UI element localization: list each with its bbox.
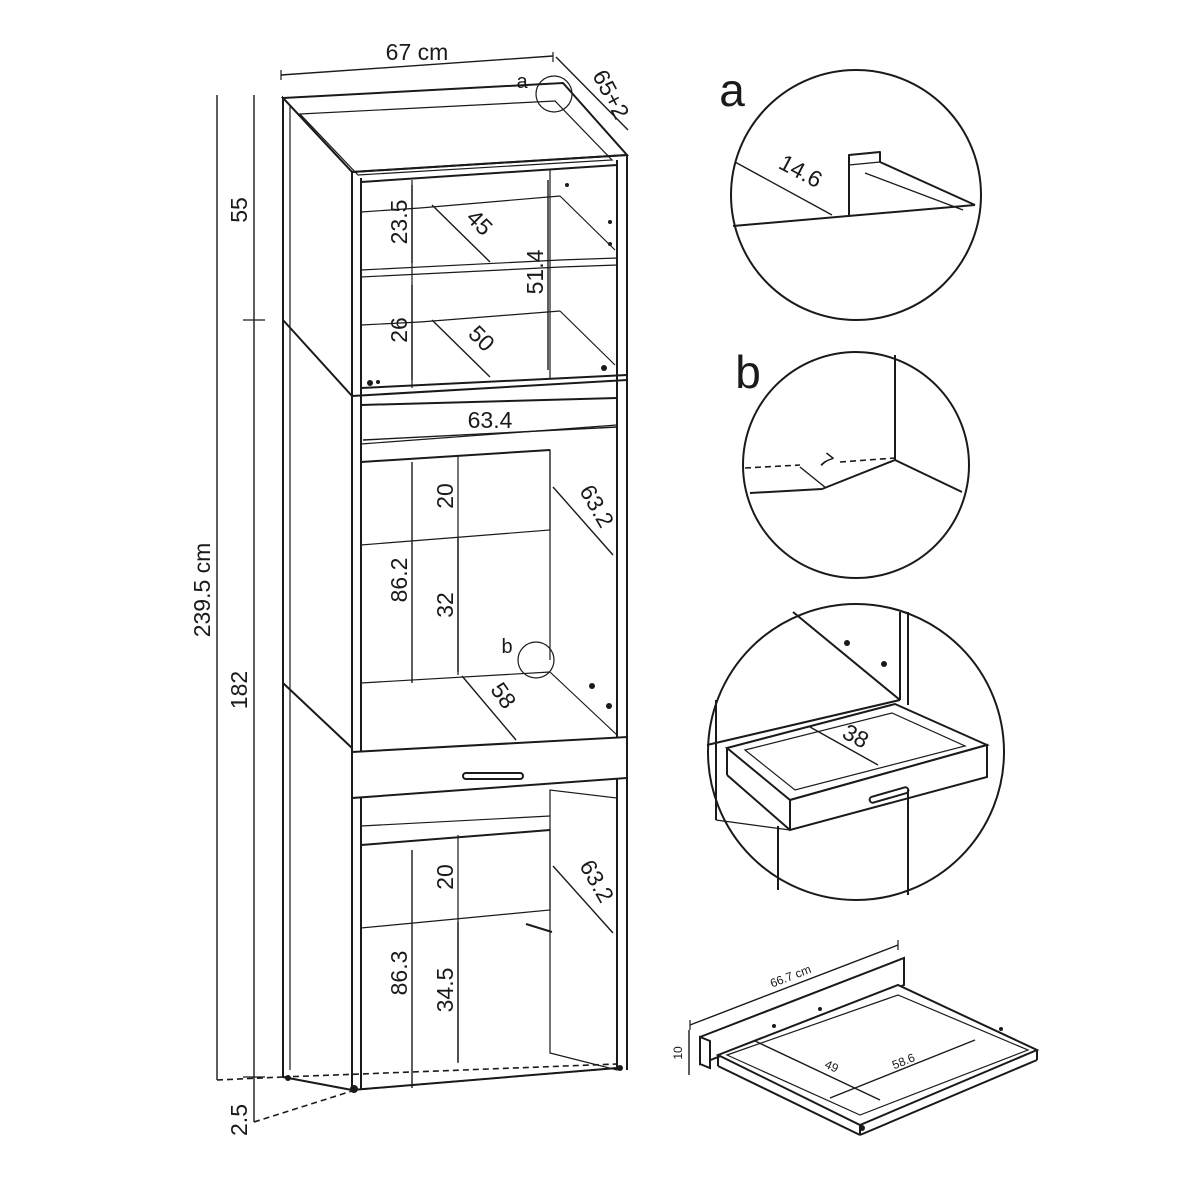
plinth-height-label: 2.5 [226,1104,252,1136]
inner-width-label: 63.4 [468,407,513,433]
cabinet-drawing [280,81,630,1093]
drawer-handle [462,772,524,780]
upper-height-label: 55 [226,197,252,223]
cabinet-labels: 67 cm 65+2 a 239.5 cm 55 182 2.5 23.5 45… [189,39,635,1136]
total-height-label: 239.5 cm [189,543,215,638]
dimension-lines [216,52,629,1123]
low-inner-height-label: 86.3 [386,951,412,996]
depth-label: 65+2 [587,65,634,123]
low-panel-depth-label: 63.2 [574,855,619,907]
mid-inner-height-label: 86.2 [386,558,412,603]
width-label: 67 cm [386,39,449,65]
shelf-gap-bottom-label: 26 [386,317,412,343]
low-panel-height-label: 20 [432,864,458,890]
shelf-height-label: 10 [671,1046,685,1060]
lower-height-label: 182 [226,671,252,709]
cabinet-left-side [282,95,353,1092]
shelf-detail: 66.7 cm 10 49 58.6 [671,940,1040,1136]
shelf-gap-top-label: 23.5 [386,200,412,245]
marker-b-label: b [501,636,512,658]
detail-a-value: 14.6 [775,149,827,193]
low-opening-height-label: 34.5 [432,968,458,1013]
detail-b-title: b [735,346,761,398]
mid-panel-depth-label: 63.2 [574,480,619,532]
detail-a: a 14.6 [719,64,982,321]
mid-opening-height-label: 32 [432,592,458,618]
shelf-inner-depth-label: 49 [823,1057,841,1075]
drawer-front [351,735,628,800]
detail-b-value: 7 [815,449,837,473]
marker-a-circle [535,75,573,113]
detail-b: b 7 [735,346,970,579]
shelf-depth-bottom-label: 50 [463,320,499,356]
mid-shelf-depth-label: 58 [486,677,522,713]
detail-a-title: a [719,64,745,116]
shelf-depth-top-label: 45 [461,204,497,240]
marker-b-circle [517,641,555,679]
mid-panel-height-label: 20 [432,483,458,509]
detail-drawer: 38 [706,603,1005,901]
marker-a-label: a [516,71,528,93]
upper-inner-height-label: 51.4 [522,249,548,294]
